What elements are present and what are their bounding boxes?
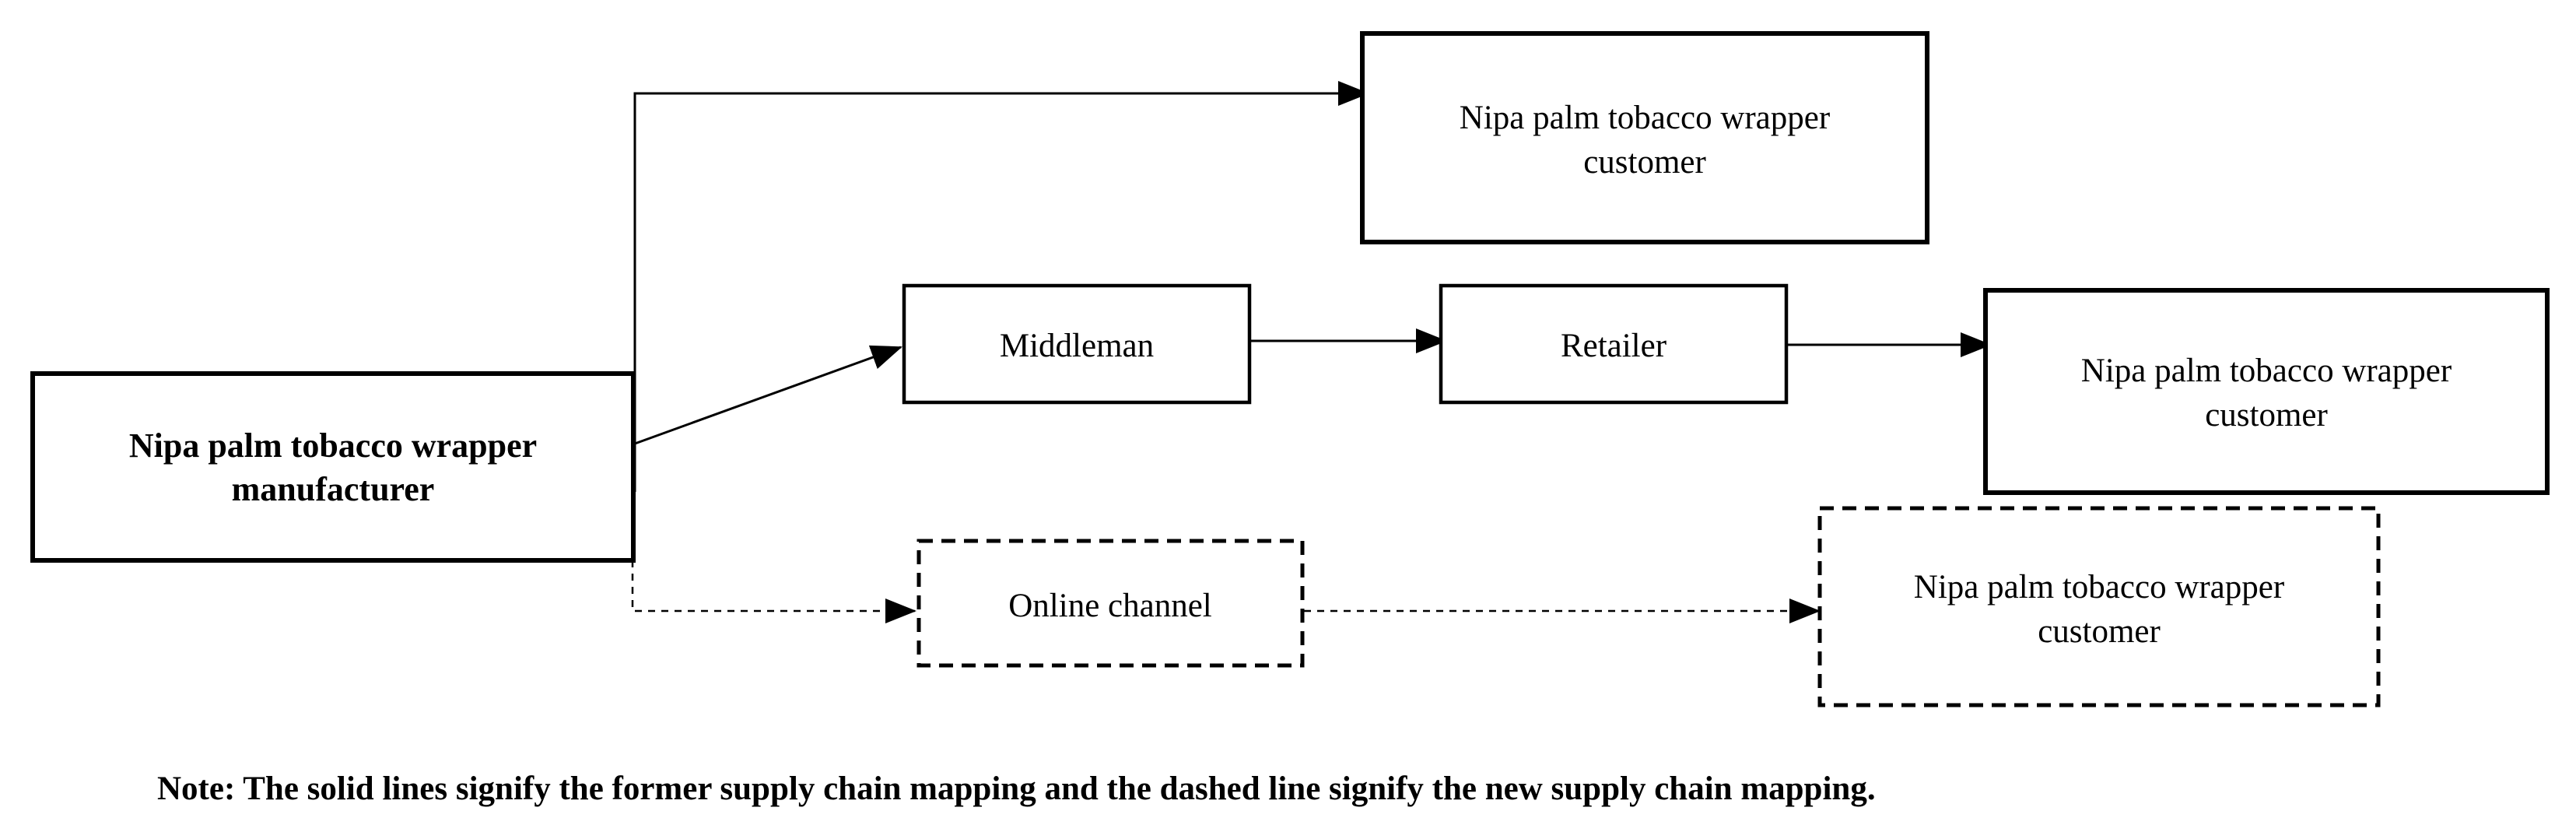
edge-manufacturer-to-direct-customer	[633, 81, 1369, 492]
node-middleman: Middleman	[902, 283, 1252, 405]
diagram-note: Note: The solid lines signify the former…	[157, 771, 1876, 807]
manufacturer-label-line1: Nipa palm tobacco wrapper	[129, 427, 537, 465]
node-retailer: Retailer	[1439, 283, 1789, 405]
edge-manufacturer-to-middleman	[634, 345, 902, 445]
node-customer-direct: Nipa palm tobacco wrapper customer	[1360, 31, 1929, 244]
node-online-channel: Online channel	[916, 539, 1305, 668]
customer-retail-label-line2: customer	[2205, 397, 2328, 434]
retailer-label: Retailer	[1561, 328, 1667, 364]
customer-online-label-line1: Nipa palm tobacco wrapper	[1914, 569, 2284, 606]
customer-retail-label-line1: Nipa palm tobacco wrapper	[2081, 353, 2452, 389]
node-customer-retail: Nipa palm tobacco wrapper customer	[1983, 288, 2550, 495]
node-customer-online: Nipa palm tobacco wrapper customer	[1817, 506, 2381, 707]
node-manufacturer: Nipa palm tobacco wrapper manufacturer	[30, 371, 636, 563]
manufacturer-label-line2: manufacturer	[232, 470, 435, 508]
middleman-label: Middleman	[1000, 328, 1154, 364]
customer-direct-label-line2: customer	[1583, 144, 1706, 181]
customer-online-label-line2: customer	[2038, 613, 2161, 650]
customer-direct-label-line1: Nipa palm tobacco wrapper	[1460, 100, 1830, 136]
edge-manufacturer-to-online-channel	[631, 560, 916, 623]
online-channel-label: Online channel	[1008, 588, 1212, 624]
